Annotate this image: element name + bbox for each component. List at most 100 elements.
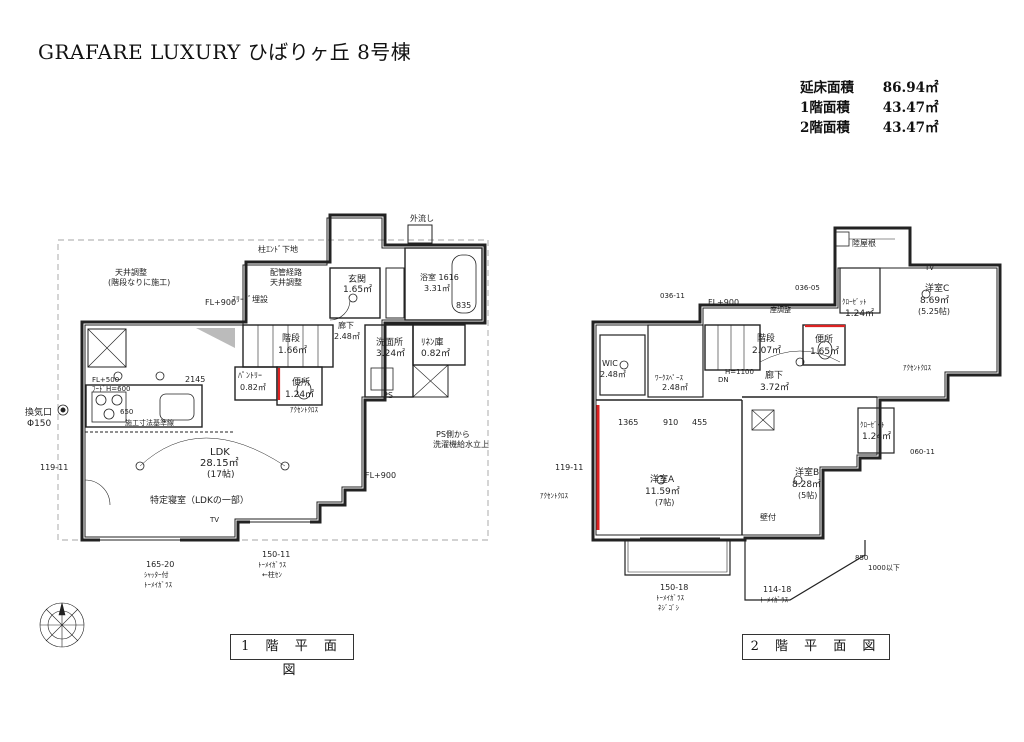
sashF-code: 119-11	[555, 463, 583, 472]
vent-size: Φ150	[27, 419, 52, 429]
washroom	[364, 324, 414, 398]
linen-name: ﾘﾈﾝ庫	[421, 336, 444, 348]
roomA-jo: (7帖)	[655, 497, 674, 507]
note-fl900-a: FL+900	[205, 298, 236, 307]
pantry-area: 0.82㎡	[240, 383, 266, 392]
note-piping: 配管経路	[270, 267, 302, 277]
toilet-area: 1.24㎡	[285, 389, 314, 400]
sashC-code: 036-11	[660, 292, 685, 300]
closetB-area: 1.24㎡	[862, 431, 891, 442]
note-fl900-b: FL+900	[365, 471, 396, 480]
note-hood: ﾌｰﾄﾞH=600	[92, 385, 131, 393]
hall2-name: 廊下	[765, 369, 783, 381]
sash1-sub2: ﾄｰﾒｲｶﾞﾗｽ	[144, 581, 172, 589]
shoe-cabinet	[87, 328, 127, 368]
floor1-labels: LDK 28.15㎡ (17帖) 特定寝室（LDKの一部） 玄関 1.65㎡ 浴…	[25, 213, 489, 589]
floor1-plan	[39, 213, 489, 648]
balcony-b	[744, 540, 866, 601]
bathtub	[451, 254, 477, 314]
dim-910: 910	[663, 418, 678, 427]
washroom-name: 洗面所	[376, 336, 403, 348]
kitchen-counter	[85, 384, 203, 428]
dim-650: 650	[120, 408, 133, 416]
page-title: GRAFARE LUXURY ひばりヶ丘 8号棟	[38, 40, 412, 64]
sashA-code: 150-18	[660, 583, 688, 592]
area-row-floor1: 1階面積 43.47㎡	[800, 98, 938, 118]
genkan-area: 1.65㎡	[343, 284, 372, 295]
sash2-sub2: ←柱ｾﾝ	[262, 570, 282, 579]
note-pillar: 柱ｴﾝﾄﾞ下地	[258, 244, 298, 254]
note-ceiling: 天井調整	[115, 267, 147, 277]
compass-icon	[39, 602, 85, 648]
left-sash-code: 119-11	[40, 463, 68, 472]
closet-c	[839, 267, 881, 314]
area-label: 1階面積	[800, 100, 850, 116]
dim-835: 835	[456, 301, 471, 310]
ldk-name: LDK	[210, 447, 230, 458]
area-label: 2階面積	[800, 120, 850, 136]
area-value: 43.47㎡	[882, 100, 939, 116]
work-name: ﾜｰｸｽﾍﾟｰｽ	[655, 374, 683, 382]
pantry-name: ﾊﾟﾝﾄﾘｰ	[238, 371, 262, 380]
area-label: 延床面積	[800, 80, 854, 96]
sash1-code: 165-20	[146, 560, 174, 569]
closetB-name: ｸﾛｰｾﾞｯﾄ	[860, 421, 885, 429]
sash2-sub: ﾄｰﾒｲｶﾞﾗｽ	[258, 561, 286, 569]
roomB-area: 8.28㎡	[792, 479, 821, 490]
closetC-area: 1.24㎡	[845, 308, 874, 319]
fl900-2f: FL+900	[708, 298, 739, 307]
dim-455: 455	[692, 418, 707, 427]
roomB-name: 洋室B	[795, 466, 819, 478]
closetC-name: ｸﾛｰｾﾞｯﾄ	[842, 298, 867, 306]
dim-2145: 2145	[185, 375, 205, 384]
washer	[412, 364, 449, 398]
stairs2-name: 階段	[757, 332, 775, 344]
accent-2f-b: ｱｸｾﾝﾄｸﾛｽ	[903, 364, 931, 372]
h1100: H=1100	[725, 368, 754, 376]
genkan-name: 玄関	[348, 273, 366, 285]
roomC-name: 洋室C	[925, 282, 949, 294]
genkan	[329, 267, 381, 319]
roomB-jo: (5帖)	[798, 490, 817, 500]
outdoor-sink-label: 外流し	[410, 213, 434, 223]
storage	[385, 267, 405, 319]
stove	[91, 391, 127, 423]
floor2-inner-wall	[595, 267, 998, 536]
linen-area: 0.82㎡	[421, 348, 450, 359]
outdoor-sink	[407, 224, 433, 244]
area-summary: 延床面積 86.94㎡ 1階面積 43.47㎡ 2階面積 43.47㎡	[800, 78, 938, 138]
dim-1365: 1365	[618, 418, 638, 427]
note-kitchen: 施工寸法基準線	[125, 418, 174, 427]
roomC-area: 8.69㎡	[920, 295, 949, 306]
area-value: 86.94㎡	[882, 80, 939, 96]
area-row-total: 延床面積 86.94㎡	[800, 78, 938, 98]
stairs-area: 1.66㎡	[278, 345, 307, 356]
sashD-code: 036-05	[795, 284, 820, 292]
special-bedroom: 特定寝室（LDKの一部）	[150, 494, 249, 506]
stair-void	[196, 328, 235, 348]
zadashi: 座調整	[770, 305, 791, 314]
toilet2-area: 1.65㎡	[810, 346, 839, 357]
sash2-code: 150-11	[262, 550, 290, 559]
ldk-area: 28.15㎡	[200, 457, 239, 469]
floor1-outer-wall	[80, 213, 487, 542]
eave-line	[57, 239, 489, 541]
floor1-caption: 1 階 平 面 図	[230, 634, 354, 678]
hall-area: 2.48㎡	[334, 332, 360, 341]
ps-note2: 洗濯機給水立上	[433, 439, 489, 449]
sashA-sub2: ﾈｼﾞｺﾞｼ	[658, 604, 679, 612]
dn-label: DN	[718, 376, 729, 384]
note-piping-sub: 天井調整	[270, 277, 302, 287]
floor2-plan	[591, 226, 1002, 601]
sash1-sub: ｼｬｯﾀｰ付	[144, 570, 169, 579]
stairs-name: 階段	[282, 332, 300, 344]
note-ceiling-sub: (階段なりに施工)	[108, 277, 170, 287]
roof-label: 陸屋根	[852, 238, 876, 248]
sashB-sub: ﾄｰﾒｲｶﾞﾗｽ	[760, 596, 788, 604]
dim-850: 850	[855, 554, 868, 562]
floor2-labels: 洋室A 11.59㎡ (7帖) 洋室B 8.28㎡ (5帖) 洋室C 8.69㎡…	[540, 238, 950, 612]
sashB-code: 114-18	[763, 585, 791, 594]
floor1-inner-wall	[84, 217, 483, 538]
note-sleeve: ｽﾘｰﾌﾞ埋設	[232, 294, 268, 304]
kabetsuki: 壁付	[760, 512, 776, 522]
